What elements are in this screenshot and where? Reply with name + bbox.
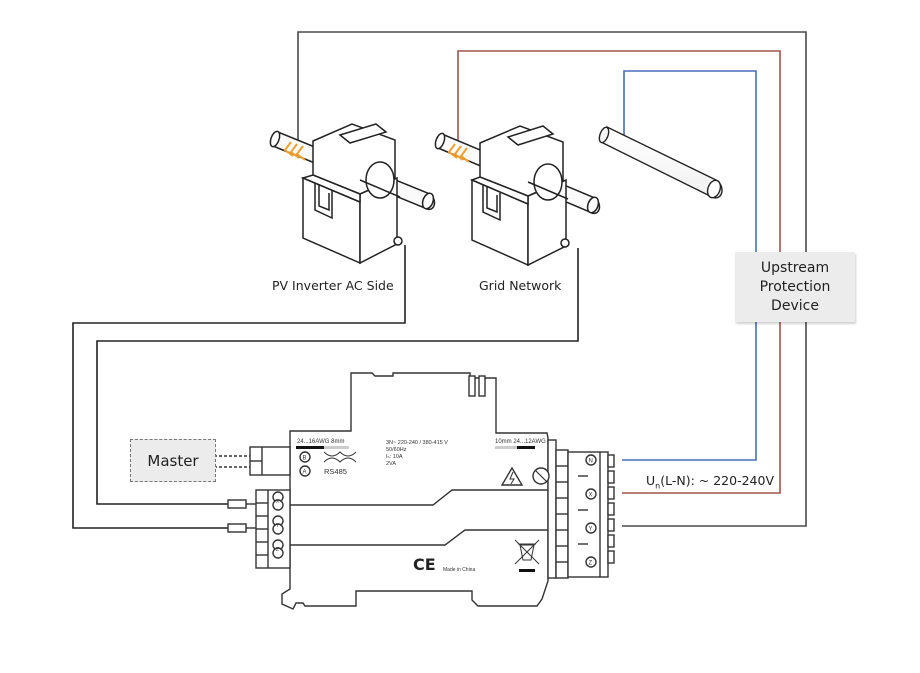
wires — [72, 31, 807, 529]
made-in-label: Made in China — [443, 567, 475, 573]
neutral-conductor-icon — [598, 125, 723, 199]
spec-power: 2VA — [386, 461, 396, 467]
wire-ct-pv — [72, 245, 406, 529]
master-label: Master — [147, 451, 199, 470]
power-terminal-screws — [556, 454, 615, 564]
upd-line-3: Device — [771, 297, 819, 314]
spec-frequency: 50/60Hz — [386, 447, 407, 453]
power-terminal-n: N — [589, 459, 593, 465]
ct-pv-inverter-icon — [269, 123, 436, 265]
spec-voltage: 3N~ 220-240 / 380-415 V — [386, 440, 448, 446]
wire-line-top — [457, 50, 781, 252]
voltage-subscript: n — [655, 481, 661, 491]
power-terminal-y: Y — [589, 527, 593, 533]
upd-line-1: Upstream — [760, 259, 830, 276]
upd-line-2: Protection — [759, 278, 831, 295]
current-direction-arrow-icon — [447, 143, 470, 163]
rs485-terminal-b: B — [303, 456, 307, 462]
voltage-value: (L-N): ~ 220-240V — [660, 473, 775, 488]
ct-terminal-y: Y — [276, 523, 280, 529]
power-terminal-z: Z — [589, 561, 593, 567]
power-wire-spec: 10mm 24...12AWG — [495, 439, 546, 445]
weee-bin-icon — [514, 539, 540, 572]
energy-meter-device — [227, 372, 615, 610]
wire-line-bottom — [622, 322, 781, 494]
wire-ct-grid — [96, 248, 579, 505]
spec-current: Iₙ: 10A — [386, 454, 403, 460]
rs485-label: RS485 — [324, 467, 347, 476]
master-device: Master — [130, 439, 216, 482]
ct-grid-label: Grid Network — [479, 278, 562, 293]
ct-terminal-x: X — [276, 499, 280, 505]
ct-pv-label: PV Inverter AC Side — [272, 278, 394, 293]
voltage-rating-label: Un(L-N): ~ 220-240V — [646, 473, 774, 491]
ct-grid-icon — [434, 125, 601, 267]
power-terminal-x: X — [589, 493, 593, 499]
rs485-terminal-a: A — [303, 470, 307, 476]
voltage-symbol: U — [646, 473, 656, 488]
wire-signal-bottom — [622, 322, 807, 527]
ct-terminal-z: Z — [276, 547, 279, 553]
upstream-protection-device: Upstream Protection Device — [735, 252, 855, 322]
wire-signal-top — [297, 31, 807, 252]
meter-labels: 24...16AWG 8mm B A RS485 3N~ 220-240 / 3… — [276, 439, 593, 574]
high-voltage-warning-icon — [500, 466, 524, 486]
twisted-pair-icon — [323, 451, 357, 463]
ce-mark-icon: CE — [413, 555, 436, 574]
rs485-wire-spec: 24...16AWG 8mm — [297, 439, 344, 445]
current-direction-arrow-icon — [283, 141, 306, 161]
wire-neutral-bottom — [622, 322, 757, 461]
wire-neutral-top — [623, 70, 757, 252]
